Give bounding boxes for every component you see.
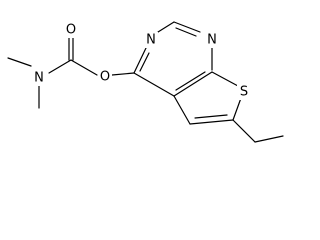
bond-c3a-c4 bbox=[133, 72, 175, 97]
bond-o-ring bbox=[111, 72, 135, 76]
bond-c6-c5-outer bbox=[189, 119, 234, 125]
bond-s-c6 bbox=[232, 97, 242, 121]
atom-label-amine-nitrogen: N bbox=[34, 71, 44, 86]
atom-label-ester-oxygen: O bbox=[100, 70, 110, 85]
bond-c7a-s bbox=[211, 71, 239, 87]
bond-c7a-c3a-outer bbox=[173, 71, 213, 97]
atom-label-carbonyl-oxygen: O bbox=[66, 23, 76, 38]
atom-label-sulfur: S bbox=[240, 85, 248, 100]
bond-c2-n1-inner bbox=[175, 27, 197, 37]
atom-label-ring-nitrogen-top: N bbox=[146, 33, 156, 48]
chemical-structure: O N O N N S bbox=[7, 21, 284, 143]
bond-ethyl-ch2-ch3 bbox=[254, 135, 284, 143]
bond-c6-c5-inner bbox=[194, 114, 228, 119]
bond-c6-ethyl-ch2 bbox=[232, 119, 256, 143]
bond-c2-n1-outer bbox=[173, 21, 201, 33]
bond-c7a-c3a-inner bbox=[175, 71, 206, 91]
bond-carbonyl-c-o bbox=[70, 59, 98, 76]
bond-n-methyl-top bbox=[7, 57, 32, 67]
bond-carbonyl-c-n bbox=[48, 59, 72, 74]
bond-c4-n3-outer bbox=[133, 47, 147, 74]
bond-n3-c2 bbox=[157, 21, 175, 33]
bond-c5-c3a bbox=[173, 95, 191, 125]
bond-c4-n3-inner bbox=[139, 52, 150, 72]
atom-label-ring-nitrogen-right: N bbox=[207, 33, 217, 48]
